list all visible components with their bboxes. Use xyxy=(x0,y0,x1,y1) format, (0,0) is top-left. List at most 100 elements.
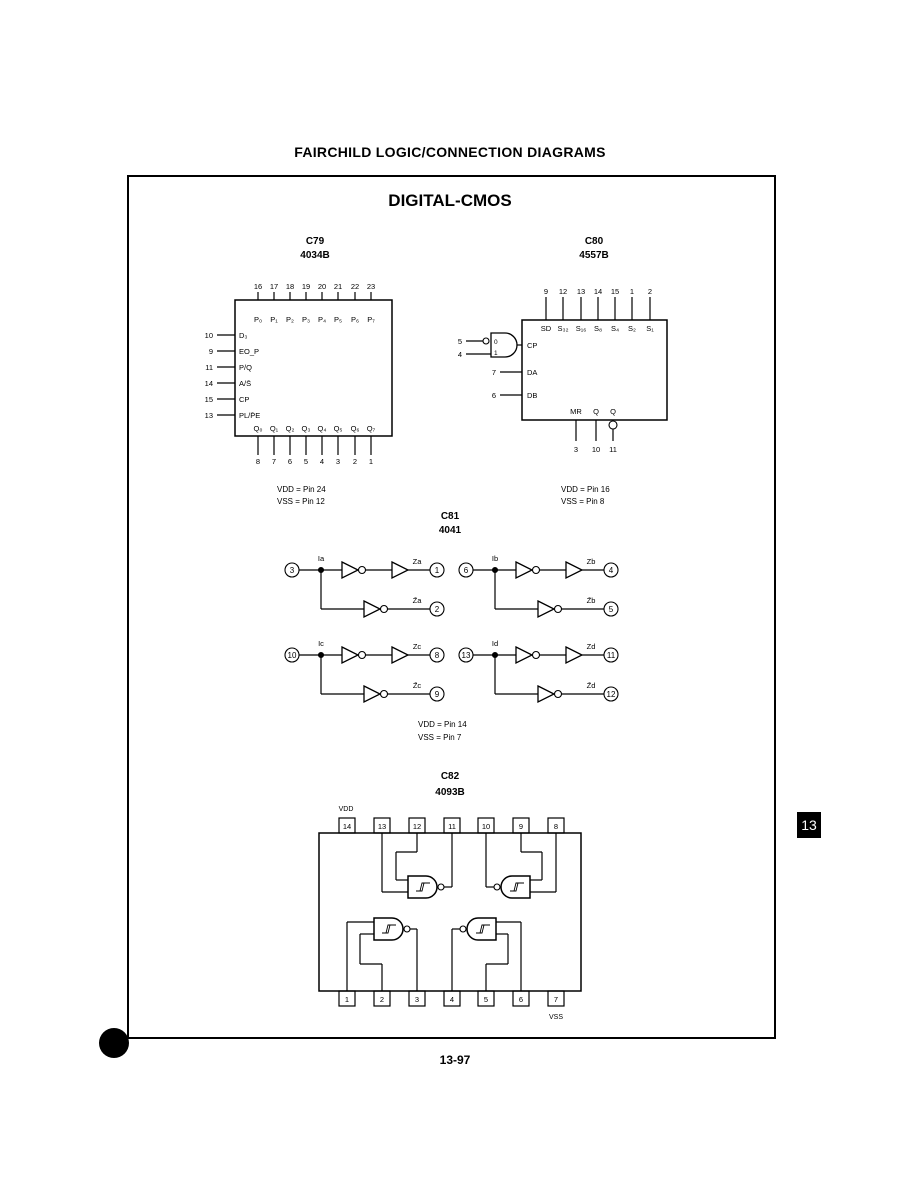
c80-top-pin-label: S₁₆ xyxy=(576,324,587,333)
c80-left-pin-number: 7 xyxy=(492,368,496,377)
c81-output-pin-number: 9 xyxy=(435,690,440,699)
c82-hysteresis-symbol xyxy=(476,924,490,934)
c79-top-pin-number: 17 xyxy=(270,282,278,291)
c82-nand-bubble xyxy=(493,883,501,891)
c80-part: 4557B xyxy=(579,250,608,261)
c81-input-label: Ib xyxy=(492,554,498,563)
c81-buffer-triangle xyxy=(565,560,584,580)
c79-top-pin-label: P₇ xyxy=(367,315,375,324)
c79-left-pin-label: A/S̄ xyxy=(239,379,251,388)
c79-bottom-pin-number: 7 xyxy=(272,457,276,466)
c79-top-pin-number: 18 xyxy=(286,282,294,291)
c82-nand-bubble xyxy=(437,883,445,891)
c82-top-pin-box xyxy=(338,817,356,834)
c79-bottom-pin-label: Q₀ xyxy=(254,424,263,433)
c80-top-pin-number: 1 xyxy=(630,287,634,296)
c82-hysteresis-symbol xyxy=(510,882,524,892)
c81-output-label: Z̄a xyxy=(413,596,423,605)
c80-gate-input-label: 0 xyxy=(494,339,498,346)
c80-diagram: C804557B9SD12S₃₂13S₁₆14S₈15S₄1S₂2S₁5401C… xyxy=(458,236,668,506)
c79-bottom-pin-number: 2 xyxy=(353,457,357,466)
c82-hysteresis-symbol xyxy=(416,882,430,892)
c80-top-pin-label: SD xyxy=(541,324,552,333)
c81-output-pin-number: 1 xyxy=(435,566,440,575)
c82-bottom-pin-box xyxy=(547,990,565,1007)
c80-left-pin-label: DA xyxy=(527,368,537,377)
c81-output-label: Za xyxy=(413,557,423,566)
c81-input-label: Ia xyxy=(318,554,325,563)
c81-input-pin-number: 3 xyxy=(290,566,295,575)
c79-top-pin-number: 23 xyxy=(367,282,375,291)
c80-top-pin-number: 9 xyxy=(544,287,548,296)
c81-part: 4041 xyxy=(439,525,462,536)
c79-top-pin-number: 21 xyxy=(334,282,342,291)
c79-top-pin-label: P₁ xyxy=(270,315,278,324)
c81-inverter-bubble xyxy=(553,604,563,614)
c79-top-pin-label: P₆ xyxy=(351,315,359,324)
c82-nand-bubble xyxy=(403,925,411,933)
c80-bottom-pin-label: MR xyxy=(570,407,582,416)
c79-top-pin-number: 22 xyxy=(351,282,359,291)
c80-top-pin-number: 14 xyxy=(594,287,602,296)
c81-output-pin-circle xyxy=(603,686,619,702)
c79-top-pin-number: 19 xyxy=(302,282,310,291)
c81-buffer-triangle xyxy=(391,645,410,665)
c80-gate-pin-number: 4 xyxy=(458,350,462,359)
c82-top-pin-number: 14 xyxy=(343,822,351,831)
c81-output-pin-circle xyxy=(603,562,619,578)
c81-inverter-triangle xyxy=(537,684,556,704)
c81-inverter-bubble xyxy=(357,565,367,575)
page-number: 13-97 xyxy=(439,1053,471,1067)
c81-output-pin-circle xyxy=(429,562,445,578)
c79-diagram: C794034B16P₀Q₀817P₁Q₁718P₂Q₂619P₃Q₃520P₄… xyxy=(205,236,393,506)
c81-output-label: Zc xyxy=(413,642,422,651)
c79-left-pin-label: P/Q xyxy=(239,363,252,372)
c82-hysteresis-symbol xyxy=(382,924,396,934)
c79-left-pin-label: PL/P̄E xyxy=(239,411,260,420)
binding-hole-dot xyxy=(99,1028,129,1058)
c79-bottom-pin-label: Q₁ xyxy=(270,424,279,433)
c79-left-pin-label: D₃ xyxy=(239,331,247,340)
c79-left-pin-number: 14 xyxy=(205,379,213,388)
c79-bottom-pin-number: 4 xyxy=(320,457,324,466)
c82-nand-gate xyxy=(500,875,531,899)
c79-left-pin-number: 10 xyxy=(205,331,213,340)
c81-output-pin-number: 4 xyxy=(609,566,614,575)
c81-output-label: Z̄b xyxy=(587,596,596,605)
c82-top-pin-number: 11 xyxy=(448,822,456,831)
c81-inverter-triangle xyxy=(537,599,556,619)
c81-output-pin-number: 5 xyxy=(609,605,614,614)
c79-vdd-note: VDD = Pin 24 xyxy=(277,485,326,494)
c82-top-pin-number: 12 xyxy=(413,822,421,831)
c79-vss-note: VSS = Pin 12 xyxy=(277,497,325,506)
c79-chip-body xyxy=(234,299,393,437)
c80-gate-pin-number: 5 xyxy=(458,337,462,346)
c81-output-pin-circle xyxy=(603,601,619,617)
c81-output-label: Z̄c xyxy=(413,681,422,690)
c80-gate-input-label: 1 xyxy=(494,350,498,357)
section-title: DIGITAL-CMOS xyxy=(388,191,511,210)
c80-top-pin-label: S₃₂ xyxy=(558,324,569,333)
c81-inverter-triangle xyxy=(341,560,360,580)
c82-vss-label: VSS xyxy=(549,1014,563,1021)
section-tab: 13 xyxy=(797,812,821,838)
c80-vdd-note: VDD = Pin 16 xyxy=(561,485,610,494)
c81-vss-note: VSS = Pin 7 xyxy=(418,733,462,742)
c81-inverter-bubble xyxy=(531,565,541,575)
c80-bottom-pin-number: 3 xyxy=(574,445,578,454)
c80-code: C80 xyxy=(585,236,604,247)
c80-bottom-pin-number: 10 xyxy=(592,445,600,454)
c79-bottom-pin-number: 3 xyxy=(336,457,340,466)
c82-bottom-pin-number: 5 xyxy=(484,995,488,1004)
c81-output-pin-circle xyxy=(429,686,445,702)
c82-top-pin-number: 9 xyxy=(519,822,523,831)
c81-buffer-triangle xyxy=(391,560,410,580)
c81-input-label: Ic xyxy=(318,639,324,648)
c82-vdd-label: VDD xyxy=(339,806,354,813)
c80-left-pin-label: DB xyxy=(527,391,537,400)
c80-inverting-bubble xyxy=(482,337,490,345)
c79-top-pin-label: P₀ xyxy=(254,315,262,324)
c79-top-pin-label: P₃ xyxy=(302,315,310,324)
c80-top-pin-label: S₈ xyxy=(594,324,602,333)
